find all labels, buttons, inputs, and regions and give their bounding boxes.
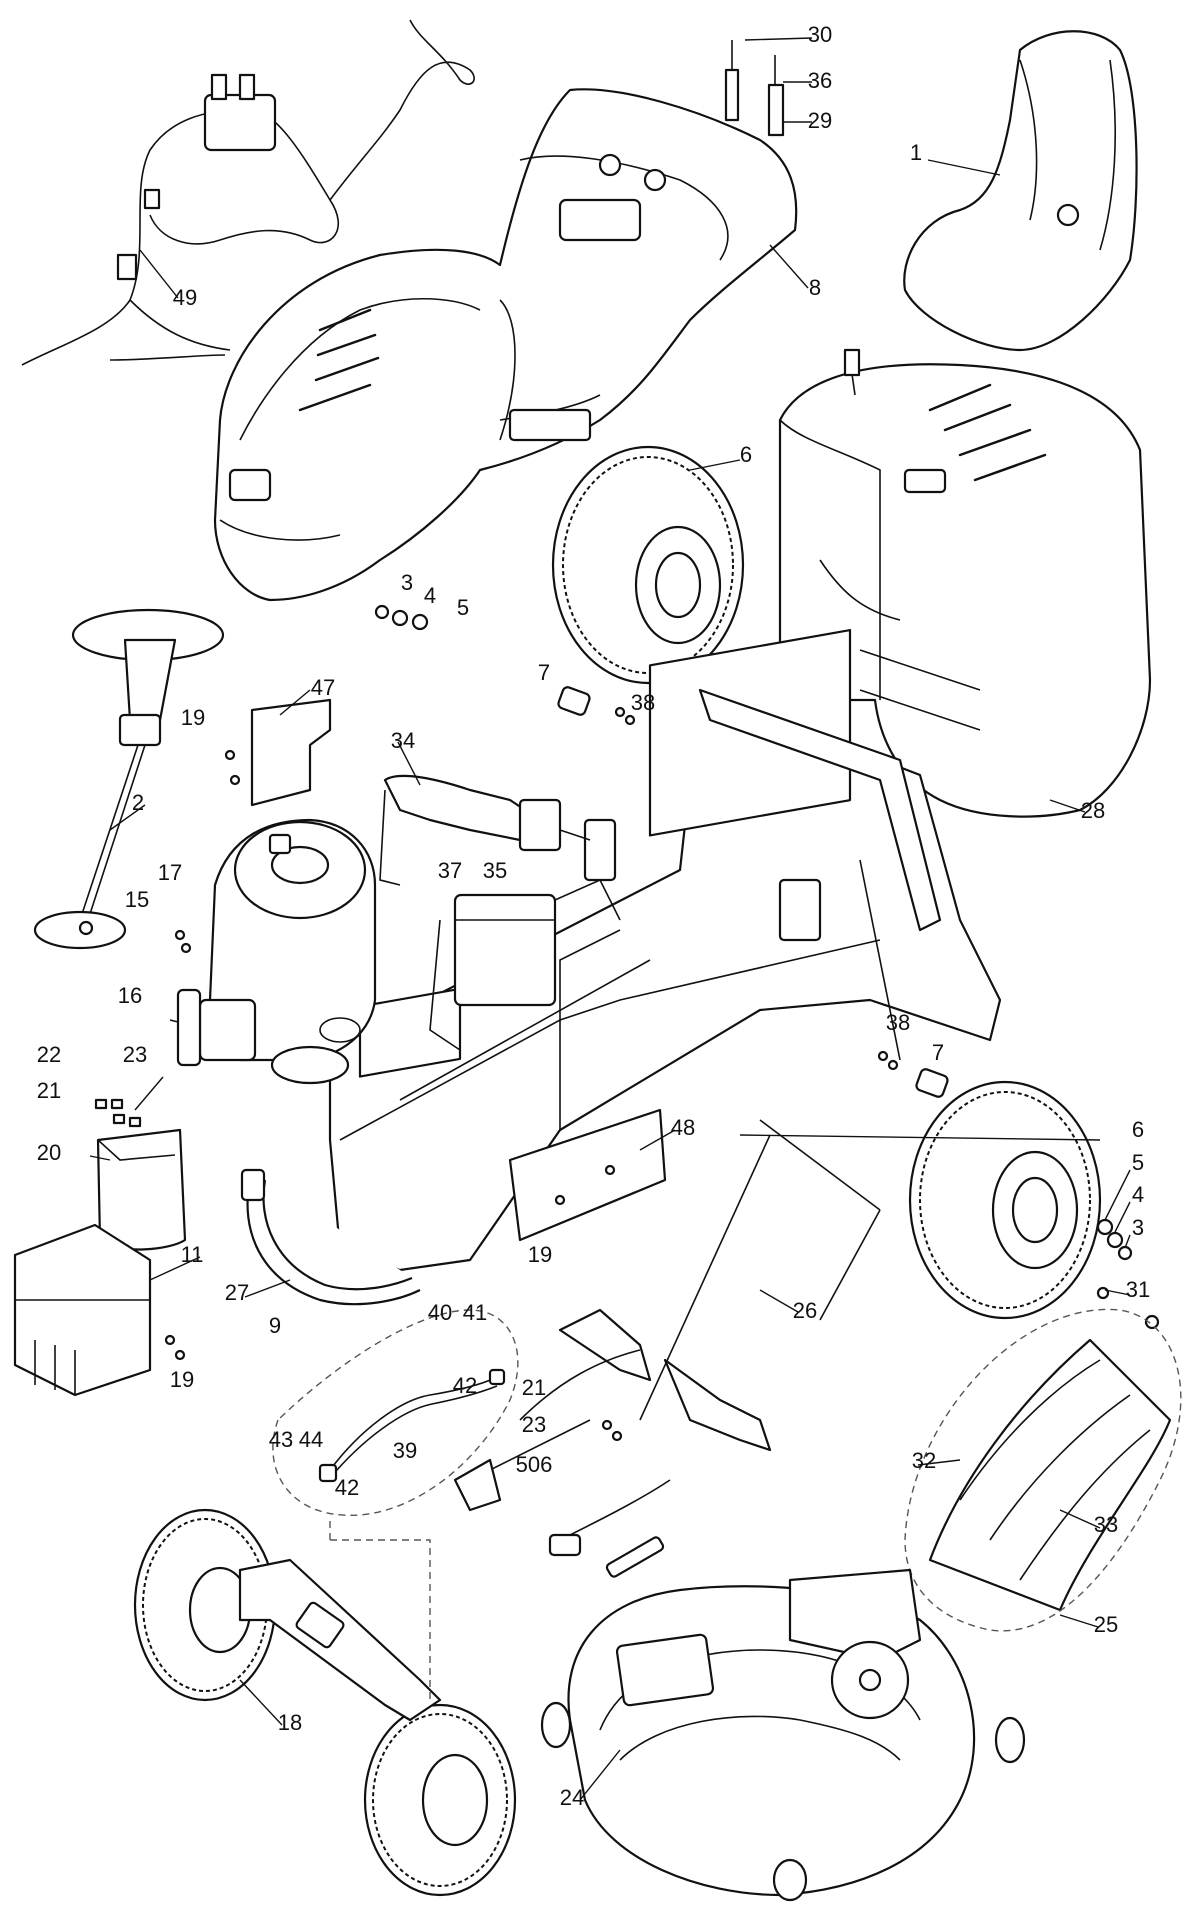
battery <box>429 878 621 1051</box>
part-number-label-38a: 38 <box>631 690 655 715</box>
part-number-label-23a: 23 <box>123 1042 147 1067</box>
rear-wheel-lower <box>877 1050 1102 1320</box>
part-number-label-6b: 6 <box>1132 1117 1144 1142</box>
hood-body-assembly <box>213 88 798 602</box>
discharge-chute <box>904 1308 1182 1632</box>
part-number-label-6a: 6 <box>740 442 752 467</box>
part-number-label-48: 48 <box>671 1115 695 1140</box>
part-number-label-43: 43 <box>269 1427 293 1452</box>
part-number-label-33: 33 <box>1094 1512 1118 1537</box>
part-number-label-18: 18 <box>278 1710 302 1735</box>
grass-catcher-bag <box>778 348 1152 818</box>
part-number-label-29: 29 <box>808 108 832 133</box>
part-number-label-35: 35 <box>483 858 507 883</box>
rear-wheel-upper <box>551 445 745 685</box>
part-number-label-1: 1 <box>910 140 922 165</box>
part-number-label-28: 28 <box>1081 798 1105 823</box>
part-number-label-49: 49 <box>173 285 197 310</box>
part-number-label-26: 26 <box>793 1298 817 1323</box>
front-bumper <box>240 1168 421 1306</box>
part-number-label-19a: 19 <box>181 705 205 730</box>
frame-cover-plate <box>508 1108 667 1242</box>
part-number-label-3a: 3 <box>401 570 413 595</box>
part-number-label-3b: 3 <box>1132 1215 1144 1240</box>
part-number-label-31: 31 <box>1126 1277 1150 1302</box>
bracket-plate <box>224 698 332 807</box>
part-number-label-32: 32 <box>912 1448 936 1473</box>
mower-deck <box>540 1568 1026 1902</box>
muffler <box>169 929 202 1067</box>
part-number-label-4a: 4 <box>424 583 436 608</box>
part-number-label-506: 506 <box>516 1452 553 1477</box>
part-number-label-37: 37 <box>438 858 462 883</box>
control-linkage <box>379 774 617 886</box>
part-number-label-27: 27 <box>225 1280 249 1305</box>
part-number-label-2: 2 <box>132 790 144 815</box>
leader-lines <box>89 37 1131 1801</box>
control-module <box>13 1223 186 1397</box>
part-number-label-21b: 21 <box>522 1375 546 1400</box>
part-number-label-42a: 42 <box>453 1373 477 1398</box>
part-number-label-23b: 23 <box>522 1412 546 1437</box>
part-number-label-41: 41 <box>463 1300 487 1325</box>
seat-springs <box>724 40 785 137</box>
part-number-label-19b: 19 <box>528 1242 552 1267</box>
steering-wheel-assembly <box>33 608 225 950</box>
part-number-label-16: 16 <box>118 983 142 1008</box>
front-axle-assembly <box>133 1508 517 1897</box>
part-number-label-39: 39 <box>393 1438 417 1463</box>
part-number-label-5a: 5 <box>457 595 469 620</box>
part-number-label-4b: 4 <box>1132 1182 1144 1207</box>
part-number-label-7b: 7 <box>932 1040 944 1065</box>
part-number-label-8: 8 <box>809 275 821 300</box>
part-number-label-15: 15 <box>125 887 149 912</box>
part-number-label-11: 11 <box>181 1242 204 1267</box>
part-number-label-21a: 21 <box>37 1078 61 1103</box>
lift-linkage <box>272 1309 519 1516</box>
part-number-label-7a: 7 <box>538 660 550 685</box>
pedal-linkage <box>453 1308 772 1578</box>
part-number-label-36: 36 <box>808 68 832 93</box>
small-hardware-left <box>94 1098 142 1128</box>
part-number-label-30: 30 <box>808 22 832 47</box>
part-number-label-9: 9 <box>269 1313 281 1338</box>
part-number-label-47: 47 <box>311 675 335 700</box>
part-number-label-42b: 42 <box>335 1475 359 1500</box>
part-number-label-22: 22 <box>37 1042 61 1067</box>
wiring-harness <box>21 19 475 366</box>
engine <box>198 818 377 1085</box>
part-number-label-5b: 5 <box>1132 1150 1144 1175</box>
hub-washers-upper <box>374 604 429 631</box>
part-number-label-44: 44 <box>299 1427 323 1452</box>
part-number-label-25: 25 <box>1094 1612 1118 1637</box>
part-number-label-38b: 38 <box>886 1010 910 1035</box>
part-number-label-24: 24 <box>560 1785 584 1810</box>
spacer-upper <box>557 686 636 726</box>
battery-tray <box>96 1128 187 1251</box>
part-number-label-40: 40 <box>428 1300 452 1325</box>
chassis-frame <box>328 629 1002 1272</box>
seat <box>903 30 1138 352</box>
part-number-label-17: 17 <box>158 860 182 885</box>
part-number-label-19c: 19 <box>170 1367 194 1392</box>
part-number-label-20: 20 <box>37 1140 61 1165</box>
part-number-label-34: 34 <box>391 728 415 753</box>
